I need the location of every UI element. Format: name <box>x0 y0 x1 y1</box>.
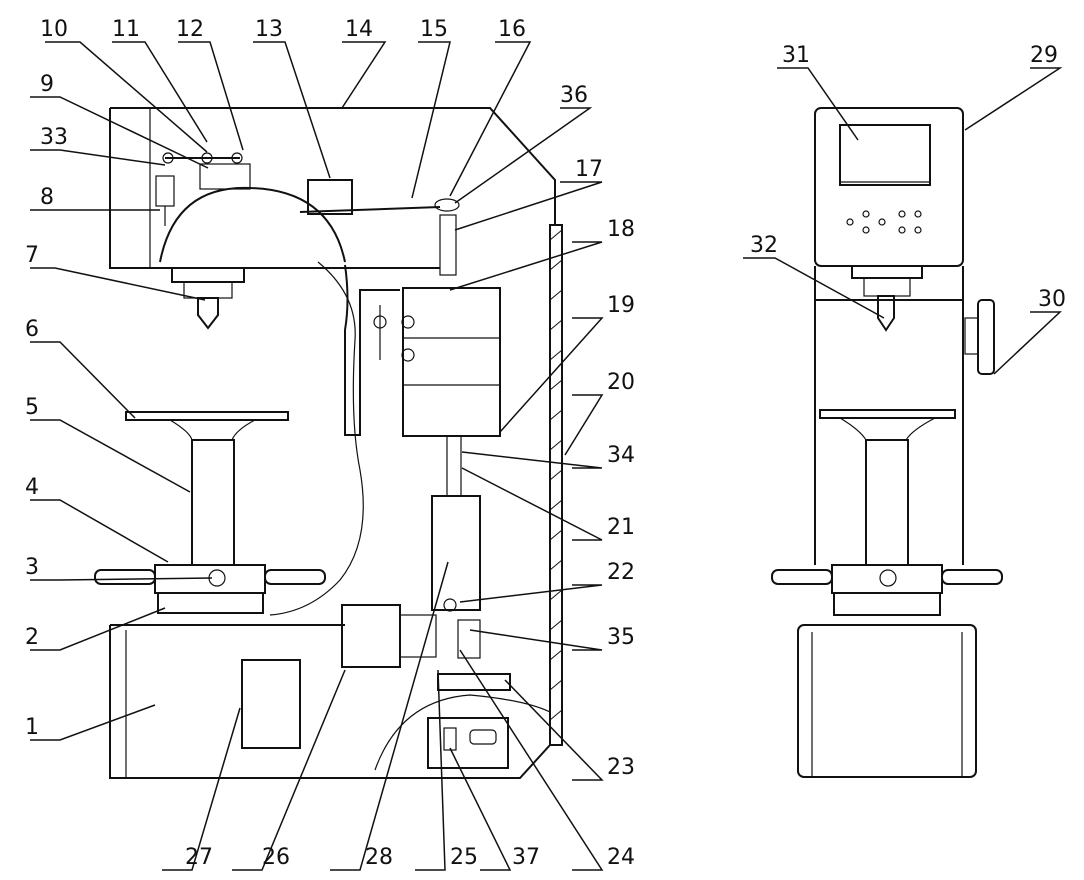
wall-hatching <box>549 229 563 721</box>
label-9: 9 <box>40 72 54 97</box>
label-4: 4 <box>25 475 39 500</box>
base-plate <box>437 673 511 691</box>
switch-box <box>427 717 509 769</box>
label-16: 16 <box>498 17 526 42</box>
label-10: 10 <box>40 17 68 42</box>
label-11: 11 <box>112 17 140 42</box>
top-housing <box>109 107 556 269</box>
cable <box>269 261 364 616</box>
label-17: 17 <box>575 157 603 182</box>
label-12: 12 <box>176 17 204 42</box>
label-6: 6 <box>25 317 39 342</box>
label-8: 8 <box>40 185 54 210</box>
label-1: 1 <box>25 715 39 740</box>
spindle <box>439 214 457 276</box>
front-view <box>771 107 1003 778</box>
label-26: 26 <box>262 845 290 870</box>
motor-26 <box>341 604 401 668</box>
label-15: 15 <box>420 17 448 42</box>
label-21: 21 <box>607 515 635 540</box>
label-35: 35 <box>607 625 635 650</box>
label-28: 28 <box>365 845 393 870</box>
label-22: 22 <box>607 560 635 585</box>
anvil-column-5 <box>191 439 235 566</box>
label-13: 13 <box>255 17 283 42</box>
label-34: 34 <box>607 443 635 468</box>
dome <box>159 186 346 263</box>
label-31: 31 <box>782 43 810 68</box>
label-14: 14 <box>345 17 373 42</box>
label-37: 37 <box>512 845 540 870</box>
label-33: 33 <box>40 125 68 150</box>
load-block <box>402 287 501 437</box>
screw-housing <box>431 495 481 611</box>
part-labels: 10 11 12 13 14 15 16 36 17 9 33 8 7 6 5 … <box>25 17 1066 870</box>
label-3: 3 <box>25 555 39 580</box>
arch <box>374 694 551 771</box>
indenter-holder <box>171 267 245 283</box>
label-29: 29 <box>1030 43 1058 68</box>
sensor-8 <box>155 175 175 207</box>
gear-box <box>457 619 481 659</box>
base-body <box>109 624 551 779</box>
label-19: 19 <box>607 293 635 318</box>
label-30: 30 <box>1038 287 1066 312</box>
anvil-table-6 <box>125 411 289 421</box>
front-base <box>797 624 977 778</box>
label-36: 36 <box>560 83 588 108</box>
label-24: 24 <box>607 845 635 870</box>
label-20: 20 <box>607 370 635 395</box>
handwheel-30 <box>977 299 995 375</box>
motor-box-13 <box>307 179 353 215</box>
column-frame <box>344 264 400 436</box>
rod <box>446 435 462 497</box>
label-5: 5 <box>25 395 39 420</box>
leader-lines <box>30 41 1063 871</box>
side-wall <box>549 224 563 746</box>
label-7: 7 <box>25 243 39 268</box>
rail-15 <box>299 206 441 213</box>
panel-27 <box>241 659 301 749</box>
sectional-view <box>94 107 563 779</box>
display-31 <box>839 124 931 186</box>
indenter-7 <box>197 297 219 330</box>
lift-base-2 <box>157 592 264 614</box>
label-32: 32 <box>750 233 778 258</box>
label-27: 27 <box>185 845 213 870</box>
label-25: 25 <box>450 845 478 870</box>
label-23: 23 <box>607 755 635 780</box>
front-housing-29 <box>814 107 964 267</box>
keypad <box>846 210 922 234</box>
label-2: 2 <box>25 625 39 650</box>
indenter-32 <box>877 295 895 332</box>
label-18: 18 <box>607 217 635 242</box>
